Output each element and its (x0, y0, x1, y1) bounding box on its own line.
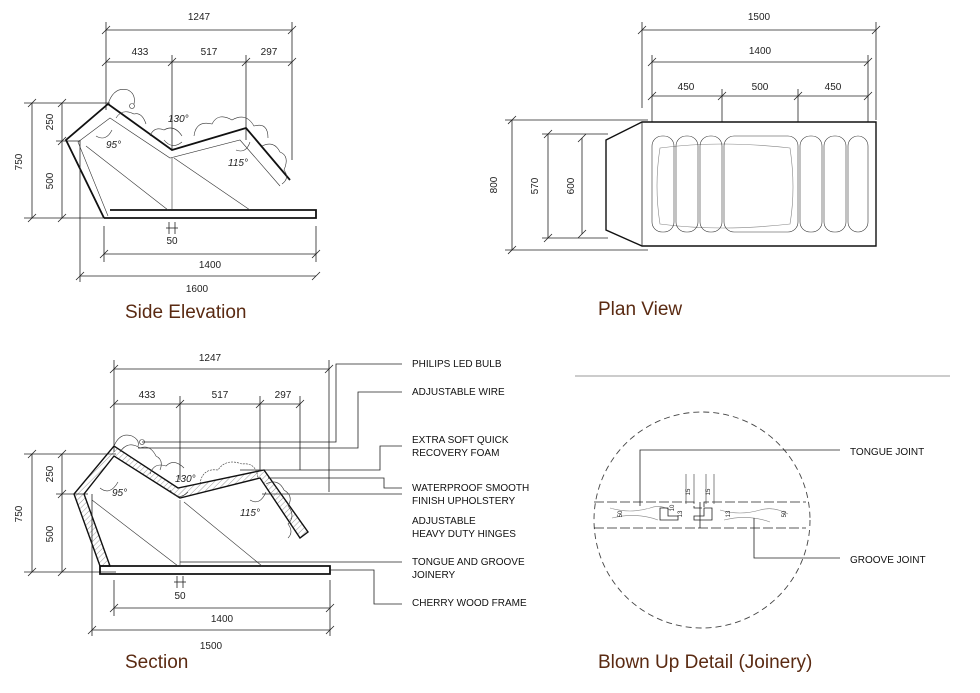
callout-adjustable-wire: ADJUSTABLE WIRE (412, 387, 505, 398)
detail-dim-5: 13 (726, 510, 732, 517)
detail-dim-3: 10 (670, 504, 676, 511)
plan-dim-seg-a: 450 (678, 82, 695, 93)
section-chair: 95° 130° 115° (73, 434, 331, 575)
plan-dim-seg-c: 450 (825, 82, 842, 93)
side-elevation-title: Side Elevation (125, 302, 246, 323)
dim-top-c: 297 (261, 47, 278, 58)
plan-dim-depth-outer: 800 (489, 176, 500, 193)
section-bottom-dimensions: 50 1400 1500 (87, 494, 335, 652)
side-elevation-bottom-dimensions: 50 1400 1600 (75, 140, 321, 295)
section-dim-height-lower: 500 (45, 525, 56, 542)
plan-dim-depth-inner: 600 (566, 177, 577, 194)
detail-circle (593, 411, 811, 629)
callout-upholstery-line2: FINISH UPHOLSTERY (412, 496, 515, 507)
detail-dim-1: 15 (686, 488, 692, 495)
groove-leader (753, 518, 840, 559)
blown-up-detail-title: Blown Up Detail (Joinery) (598, 652, 812, 673)
callout-led-bulb: PHILIPS LED BULB (412, 359, 502, 370)
dim-top-a: 433 (132, 47, 149, 58)
plan-view-chair (605, 121, 877, 247)
plan-view-title: Plan View (598, 299, 682, 320)
plan-dim-inner-top: 1400 (749, 46, 772, 57)
detail-dim-4: 13 (678, 510, 684, 517)
callout-cherry-wood: CHERRY WOOD FRAME (412, 598, 527, 609)
tongue-leader (639, 449, 840, 506)
dim-overall-top: 1247 (188, 12, 211, 23)
section-angle-130: 130° (175, 474, 196, 485)
callout-foam-line2: RECOVERY FOAM (412, 448, 499, 459)
section-dim-overall-top: 1247 (199, 353, 222, 364)
dim-height-upper: 250 (45, 113, 56, 130)
callout-joinery-line2: JOINERY (412, 570, 455, 581)
side-elevation-left-dimensions: 750 250 500 (14, 98, 110, 223)
section-angle-115: 115° (240, 508, 260, 519)
side-elevation-top-dimensions: 1247 433 517 297 (101, 12, 297, 160)
section-dim-top-c: 297 (275, 390, 292, 401)
dim-overall-bottom: 1600 (186, 284, 209, 295)
callout-foam-line1: EXTRA SOFT QUICK (412, 435, 509, 446)
tongue-joint-label: TONGUE JOINT (850, 447, 924, 458)
angle-115: 115° (228, 158, 248, 169)
groove-joint-label: GROOVE JOINT (850, 555, 926, 566)
detail-joinery: 15 15 10 13 13 50 50 (594, 474, 806, 529)
detail-dim-2: 15 (706, 488, 712, 495)
callout-upholstery-line1: WATERPROOF SMOOTH (412, 483, 529, 494)
dim-height-lower: 500 (45, 172, 56, 189)
section-callouts: PHILIPS LED BULB ADJUSTABLE WIRE EXTRA S… (412, 359, 529, 609)
section-dim-overall-bottom: 1500 (200, 641, 223, 652)
section-dim-top-b: 517 (212, 390, 229, 401)
angle-95: 95° (106, 140, 121, 151)
section-dim-base: 1400 (211, 614, 234, 625)
side-elevation-view: 1247 433 517 297 750 250 500 (14, 12, 321, 323)
section-view: 1247 433 517 297 750 250 500 (14, 353, 529, 673)
callout-hinges-line1: ADJUSTABLE (412, 516, 476, 527)
section-dim-gap: 50 (174, 591, 186, 602)
plan-view: 1500 1400 450 500 450 800 (489, 12, 881, 320)
dim-base: 1400 (199, 260, 222, 271)
dim-height-total: 750 (14, 153, 25, 170)
section-dim-top-a: 433 (139, 390, 156, 401)
section-title: Section (125, 652, 188, 673)
dim-gap: 50 (166, 236, 178, 247)
side-elevation-chair: 95° 130° 115° (64, 89, 317, 219)
detail-dim-6: 50 (618, 510, 624, 517)
angle-130: 130° (168, 114, 189, 125)
callout-hinges-line2: HEAVY DUTY HINGES (412, 529, 516, 540)
section-dim-height-total: 750 (14, 505, 25, 522)
plan-dim-overall-top: 1500 (748, 12, 771, 23)
section-dim-height-upper: 250 (45, 465, 56, 482)
plan-dim-depth-mid: 570 (530, 177, 541, 194)
blown-up-detail-view: 15 15 10 13 13 50 50 TONGUE JOINT GROOVE… (575, 375, 950, 673)
dim-top-b: 517 (201, 47, 218, 58)
detail-dim-7: 50 (782, 510, 788, 517)
section-leader-lines (138, 363, 402, 605)
section-angle-95: 95° (112, 488, 127, 499)
callout-joinery-line1: TONGUE AND GROOVE (412, 557, 525, 568)
plan-dim-seg-b: 500 (752, 82, 769, 93)
